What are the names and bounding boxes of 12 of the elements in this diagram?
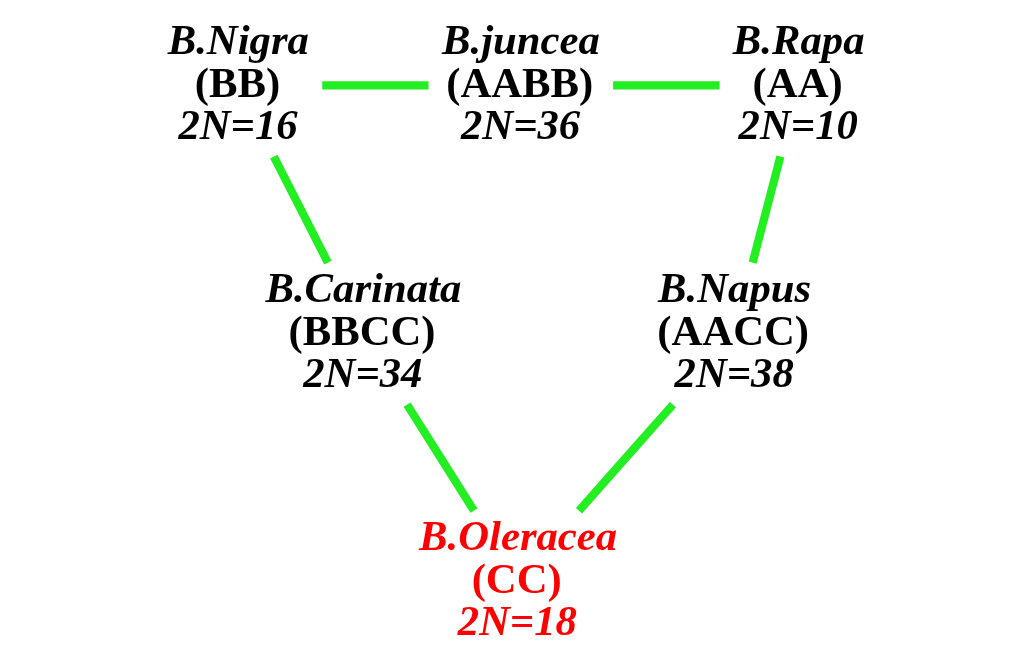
connector	[321, 81, 429, 90]
node-text: B.Carinata (BBCC) 2N=34	[264, 263, 461, 397]
connector	[403, 402, 477, 513]
node-text: B.Napus (AACC) 2N=38	[656, 263, 811, 397]
connector	[612, 81, 720, 90]
node-text: B.Nigra (BB) 2N=16	[167, 15, 309, 149]
node-text: B.Rapa (AA) 2N=10	[732, 15, 865, 149]
connector	[269, 154, 332, 265]
node-text: B.juncea (AABB) 2N=36	[441, 15, 600, 149]
connector	[748, 155, 784, 264]
connector	[575, 401, 676, 514]
node-text: B.Oleracea (CC) 2N=18	[418, 512, 617, 645]
